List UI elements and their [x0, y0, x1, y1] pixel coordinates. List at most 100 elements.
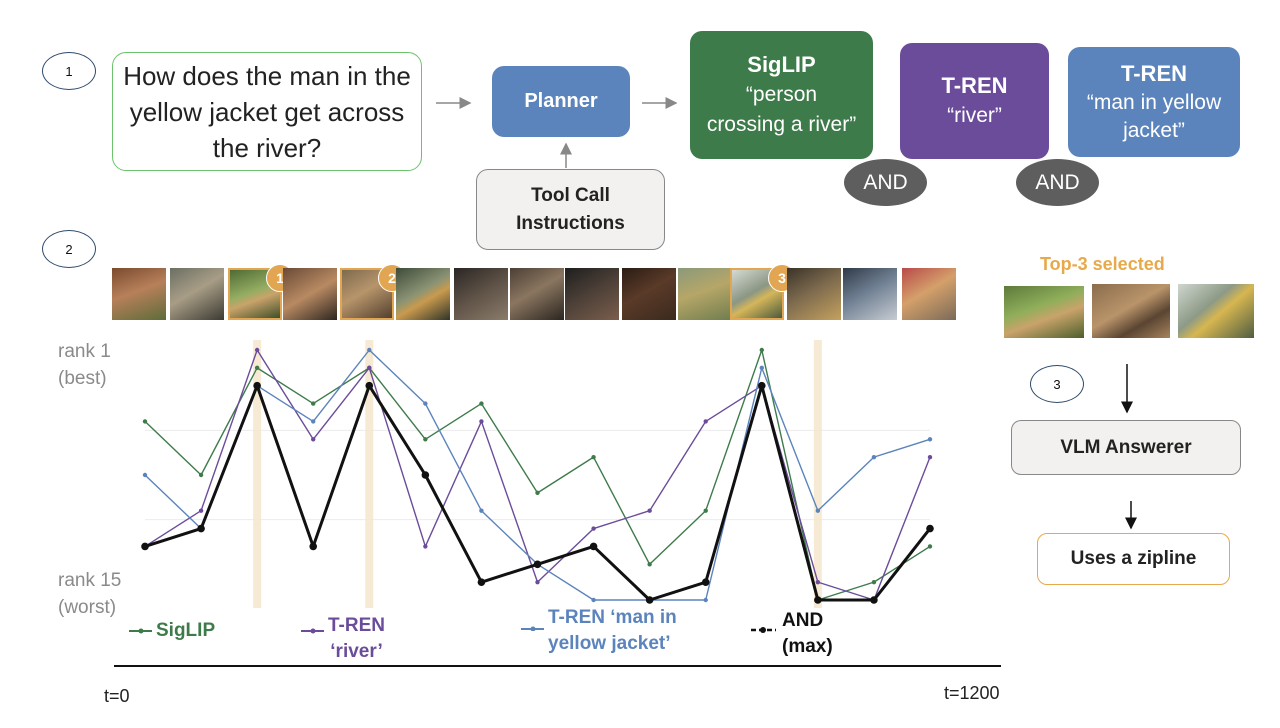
data-point: [198, 508, 204, 513]
time-axis-end: t=1200: [944, 683, 1000, 703]
and-operator-2: AND: [1016, 159, 1099, 206]
data-point: [142, 419, 148, 424]
selected-frame-band: [813, 340, 822, 608]
data-point: [365, 381, 374, 390]
data-point: [703, 597, 708, 603]
frame-thumbnail: [283, 268, 337, 320]
frame-thumbnail: [902, 268, 956, 320]
data-point: [871, 454, 877, 460]
step-3-marker: 3: [1030, 365, 1084, 403]
data-point: [757, 381, 766, 390]
legend-item-tren-river: T-REN ‘river’: [300, 613, 385, 665]
query-tool-name: T-REN: [1121, 61, 1187, 86]
legend-label: T-REN ‘river’: [328, 615, 385, 662]
data-point: [367, 365, 372, 371]
data-point: [815, 508, 821, 513]
data-point: [759, 365, 764, 371]
data-point: [367, 347, 372, 353]
legend-label: T-REN ‘man in yellow jacket’: [548, 607, 677, 654]
frame-thumbnail: [843, 268, 897, 320]
tool-call-instructions-box: Tool Call Instructions: [476, 169, 665, 250]
step-2-marker: 2: [42, 230, 96, 268]
legend-marker: [301, 628, 324, 634]
legend-item-siglip: SigLIP: [128, 618, 215, 644]
data-point: [253, 381, 261, 390]
data-point: [814, 596, 822, 604]
data-point: [647, 562, 652, 567]
data-point: [142, 472, 148, 478]
data-point: [645, 596, 654, 604]
frame-thumbnail: [565, 268, 619, 320]
data-point: [311, 401, 316, 406]
query-text: “person crossing a river”: [706, 83, 857, 136]
data-point: [311, 437, 316, 442]
data-point: [591, 597, 596, 603]
data-point: [479, 419, 484, 424]
data-point: [254, 347, 260, 353]
top3-title: Top-3 selected: [1040, 254, 1165, 274]
data-point: [701, 578, 710, 586]
frame-thumbnail: [112, 268, 166, 320]
data-point: [311, 419, 316, 424]
selected-frame-band: [253, 340, 262, 608]
data-point: [815, 579, 821, 585]
y-axis-bottom-label: rank 15 (worst): [58, 570, 122, 618]
data-point: [141, 542, 149, 551]
top3-thumb-2: [1092, 284, 1170, 338]
data-point: [309, 542, 318, 551]
vlm-answerer-box: VLM Answerer: [1011, 420, 1241, 475]
data-point: [927, 454, 933, 460]
legend-item-tren-man: T-REN ‘man in yellow jacket’: [520, 605, 677, 657]
legend-marker: [751, 627, 776, 633]
legend-item-and-max: AND (max): [750, 608, 833, 660]
legend-label: AND (max): [782, 610, 833, 657]
top3-thumb-1: [1004, 286, 1084, 338]
query-box-tren-river: T-REN “river”: [900, 43, 1049, 159]
data-point: [423, 544, 428, 549]
frame-thumbnail: [396, 268, 450, 320]
query-text: “river”: [947, 104, 1002, 127]
frame-thumbnail: [170, 268, 224, 320]
query-box-tren-man: T-REN “man in yellow jacket”: [1068, 47, 1240, 157]
data-point: [423, 437, 428, 442]
legend-marker: [521, 626, 544, 631]
frame-thumbnail: [510, 268, 564, 320]
data-point: [197, 524, 205, 533]
data-point: [479, 508, 484, 513]
selected-frame-band: [365, 340, 374, 608]
data-point: [535, 579, 540, 585]
time-axis-line: [114, 665, 1001, 667]
data-point: [423, 401, 428, 406]
answer-box: Uses a zipline: [1037, 533, 1230, 585]
query-tool-name: SigLIP: [747, 52, 816, 77]
data-point: [589, 542, 598, 551]
data-point: [477, 578, 486, 586]
top3-thumb-3: [1178, 284, 1254, 338]
data-point: [591, 454, 596, 460]
frame-thumbnail: [454, 268, 508, 320]
frame-thumbnail: [678, 268, 732, 320]
data-point: [759, 347, 764, 353]
data-point: [871, 579, 877, 585]
query-tool-name: T-REN: [941, 73, 1008, 98]
data-point: [647, 508, 652, 513]
data-point: [254, 365, 260, 371]
question-box: How does the man in the yellow jacket ge…: [112, 52, 422, 171]
step-1-marker: 1: [42, 52, 96, 90]
data-point: [421, 471, 430, 479]
data-point: [870, 596, 878, 604]
data-point: [535, 490, 540, 496]
legend-label: SigLIP: [156, 620, 216, 641]
data-point: [479, 401, 484, 406]
query-box-siglip: SigLIP “person crossing a river”: [690, 31, 873, 159]
query-text: “man in yellow jacket”: [1086, 91, 1222, 142]
and-operator-1: AND: [844, 159, 927, 206]
data-point: [703, 508, 708, 513]
y-axis-top-label: rank 1 (best): [58, 341, 111, 389]
time-axis-start: t=0: [104, 686, 130, 706]
frame-thumbnail: [787, 268, 841, 320]
data-point: [703, 419, 708, 424]
data-point: [927, 437, 933, 442]
